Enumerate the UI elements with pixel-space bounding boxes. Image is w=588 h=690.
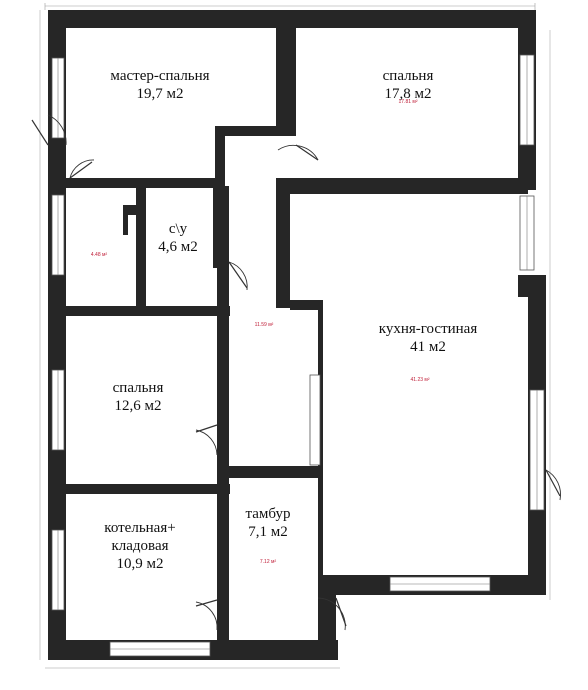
interior-walls bbox=[64, 22, 528, 660]
room-name: с\у bbox=[168, 221, 188, 237]
area-note-kitchen-living: 41.23 м² bbox=[410, 377, 430, 383]
room-area: 12,6 м2 bbox=[114, 398, 162, 414]
room-label-boiler-storage: котельная+ кладовая 10,9 м2 bbox=[104, 519, 175, 573]
room-area: 19,7 м2 bbox=[136, 86, 184, 102]
room-name: кухня-гостиная bbox=[378, 321, 478, 337]
room-name: мастер-спальня bbox=[110, 68, 210, 84]
area-note-bedroom-1: 17.81 м² bbox=[398, 99, 418, 105]
room-area: 7,1 м2 bbox=[248, 524, 288, 540]
room-area: 17,8 м2 bbox=[384, 86, 432, 102]
room-area: 4,6 м2 bbox=[158, 239, 198, 255]
room-label-bedroom-2: спальня 12,6 м2 bbox=[113, 379, 164, 415]
room-name-line-1: котельная+ bbox=[104, 520, 176, 536]
windows bbox=[51, 54, 545, 657]
room-label-bathroom: с\у 4,6 м2 bbox=[158, 220, 198, 256]
room-area: 41 м2 bbox=[410, 339, 446, 355]
room-label-master-bedroom: мастер-спальня 19,7 м2 bbox=[110, 67, 209, 103]
room-name: спальня bbox=[112, 380, 164, 396]
room-area: 10,9 м2 bbox=[116, 556, 164, 572]
area-note-hall: 11.59 м² bbox=[254, 322, 274, 328]
room-label-vestibule: тамбур 7,1 м2 bbox=[246, 505, 291, 541]
room-name-line-2: кладовая bbox=[111, 538, 169, 554]
room-name: спальня bbox=[382, 68, 434, 84]
area-note-vestibule: 7.12 м² bbox=[259, 559, 277, 565]
area-note-small-room: 4.48 м² bbox=[90, 252, 108, 258]
room-label-kitchen-living: кухня-гостиная 41 м2 bbox=[379, 320, 477, 356]
dimension-lines bbox=[39, 3, 551, 669]
doors bbox=[31, 114, 561, 631]
room-name: тамбур bbox=[245, 506, 291, 522]
room-label-bedroom-1: спальня 17,8 м2 bbox=[383, 67, 434, 103]
